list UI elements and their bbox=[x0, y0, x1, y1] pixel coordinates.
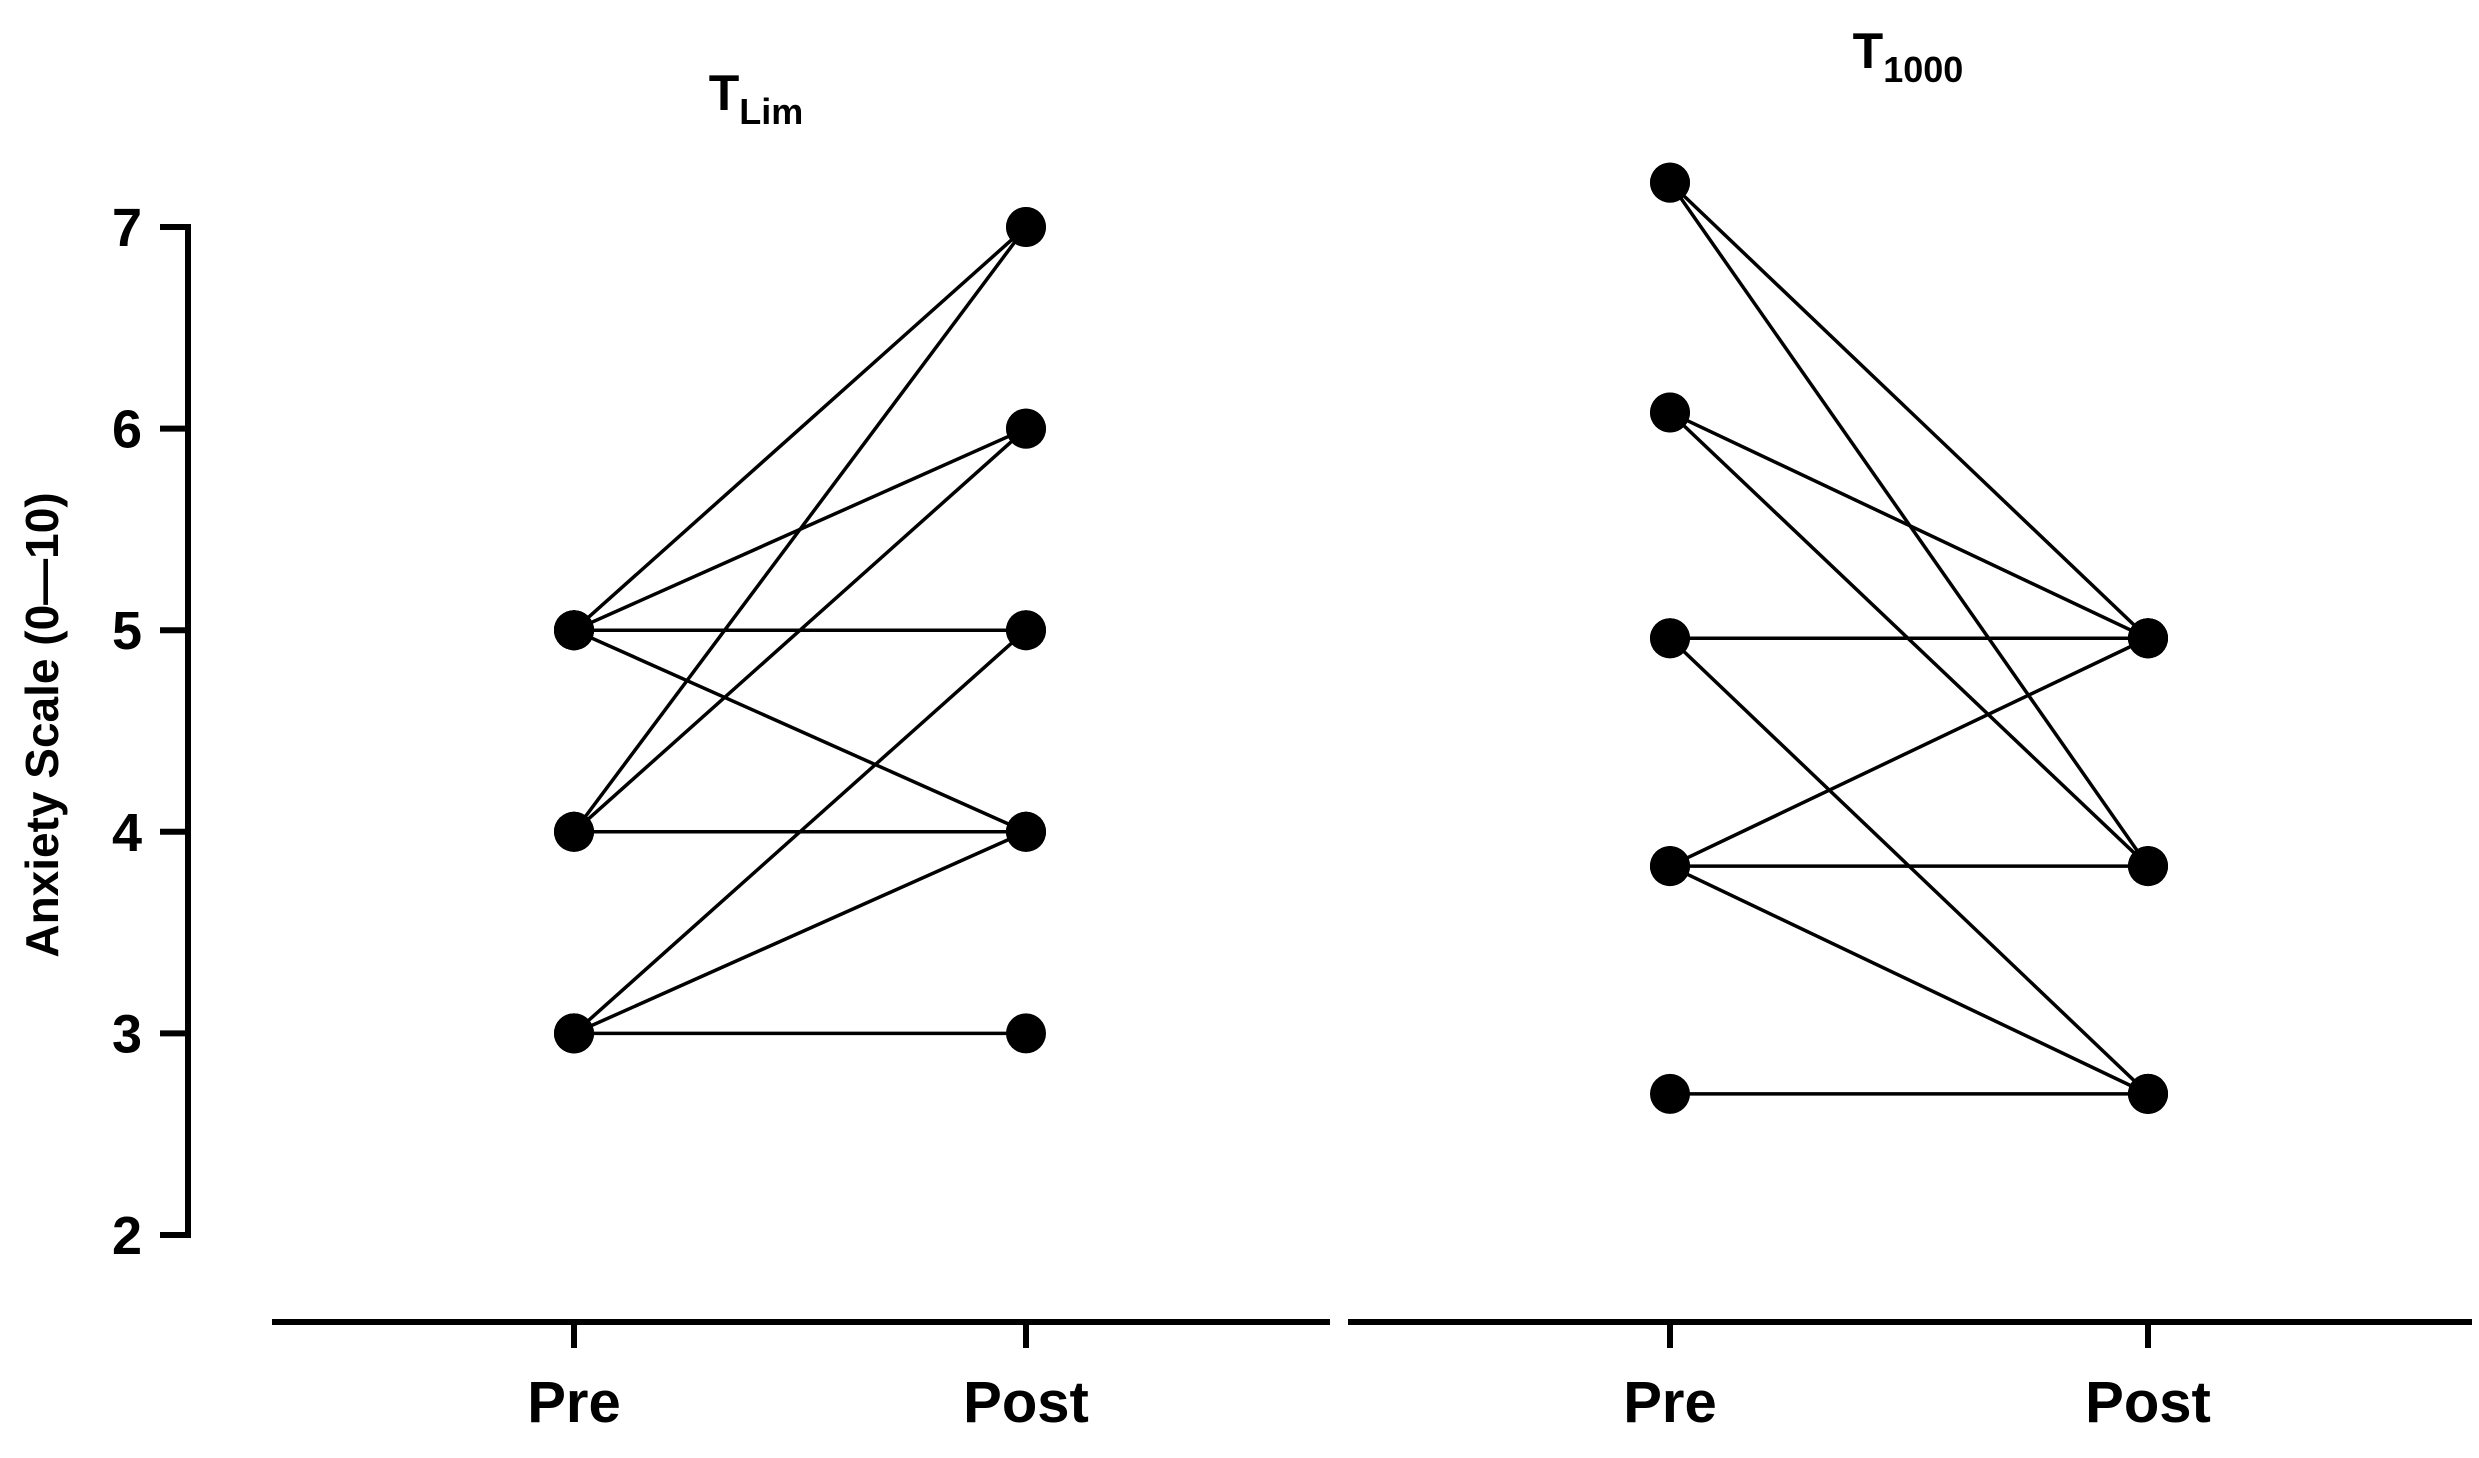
y-tick-label: 7 bbox=[112, 198, 142, 258]
x-tick-label-pre: Pre bbox=[1623, 1370, 1717, 1435]
panel-title-main: T bbox=[709, 65, 740, 121]
subject-line bbox=[573, 830, 1027, 1035]
data-point-post bbox=[2128, 618, 2168, 659]
subject-line bbox=[572, 225, 1028, 833]
x-tick-label-pre: Pre bbox=[527, 1370, 621, 1435]
data-point-post bbox=[2128, 1073, 2168, 1114]
subject-line bbox=[1669, 864, 2149, 1096]
data-point-post bbox=[2128, 846, 2168, 887]
data-point-pre bbox=[554, 1013, 594, 1054]
subject-line bbox=[1669, 410, 2149, 640]
y-axis-label: Anxiety Scale (0—10) bbox=[16, 492, 68, 957]
data-point-pre bbox=[554, 610, 594, 651]
panel-title: T1000 bbox=[1853, 23, 1964, 90]
subject-line bbox=[572, 225, 1028, 632]
y-tick-label: 4 bbox=[112, 803, 142, 863]
subject-line bbox=[572, 427, 1028, 834]
panel-title-subscript: Lim bbox=[739, 91, 803, 132]
y-tick-label: 5 bbox=[112, 601, 142, 661]
y-tick-label: 6 bbox=[112, 400, 142, 460]
subject-line bbox=[572, 628, 1028, 1035]
data-point-pre bbox=[1650, 846, 1690, 887]
subject-line bbox=[1668, 181, 2150, 640]
data-point-post bbox=[1006, 1013, 1046, 1054]
data-point-post bbox=[1006, 610, 1046, 651]
data-point-pre bbox=[554, 811, 594, 852]
y-tick-label: 3 bbox=[112, 1004, 142, 1064]
data-point-pre bbox=[1650, 162, 1690, 203]
subject-line bbox=[573, 628, 1027, 834]
y-axis: 2 3 4 5 6 7 bbox=[112, 198, 191, 1266]
data-point-pre bbox=[1650, 392, 1690, 433]
x-tick-label-post: Post bbox=[2085, 1370, 2211, 1435]
data-point-post bbox=[1006, 811, 1046, 852]
data-point-post bbox=[1006, 408, 1046, 449]
panel-title-main: T bbox=[1853, 23, 1884, 79]
subject-line bbox=[1669, 636, 2149, 868]
data-point-pre bbox=[1650, 618, 1690, 659]
y-tick-label: 2 bbox=[112, 1206, 142, 1266]
panel-title: TLim bbox=[709, 65, 804, 132]
panel-title-subscript: 1000 bbox=[1883, 49, 1963, 90]
data-point-post bbox=[1006, 207, 1046, 247]
x-tick-label-post: Post bbox=[963, 1370, 1089, 1435]
data-point-pre bbox=[1650, 1073, 1690, 1114]
